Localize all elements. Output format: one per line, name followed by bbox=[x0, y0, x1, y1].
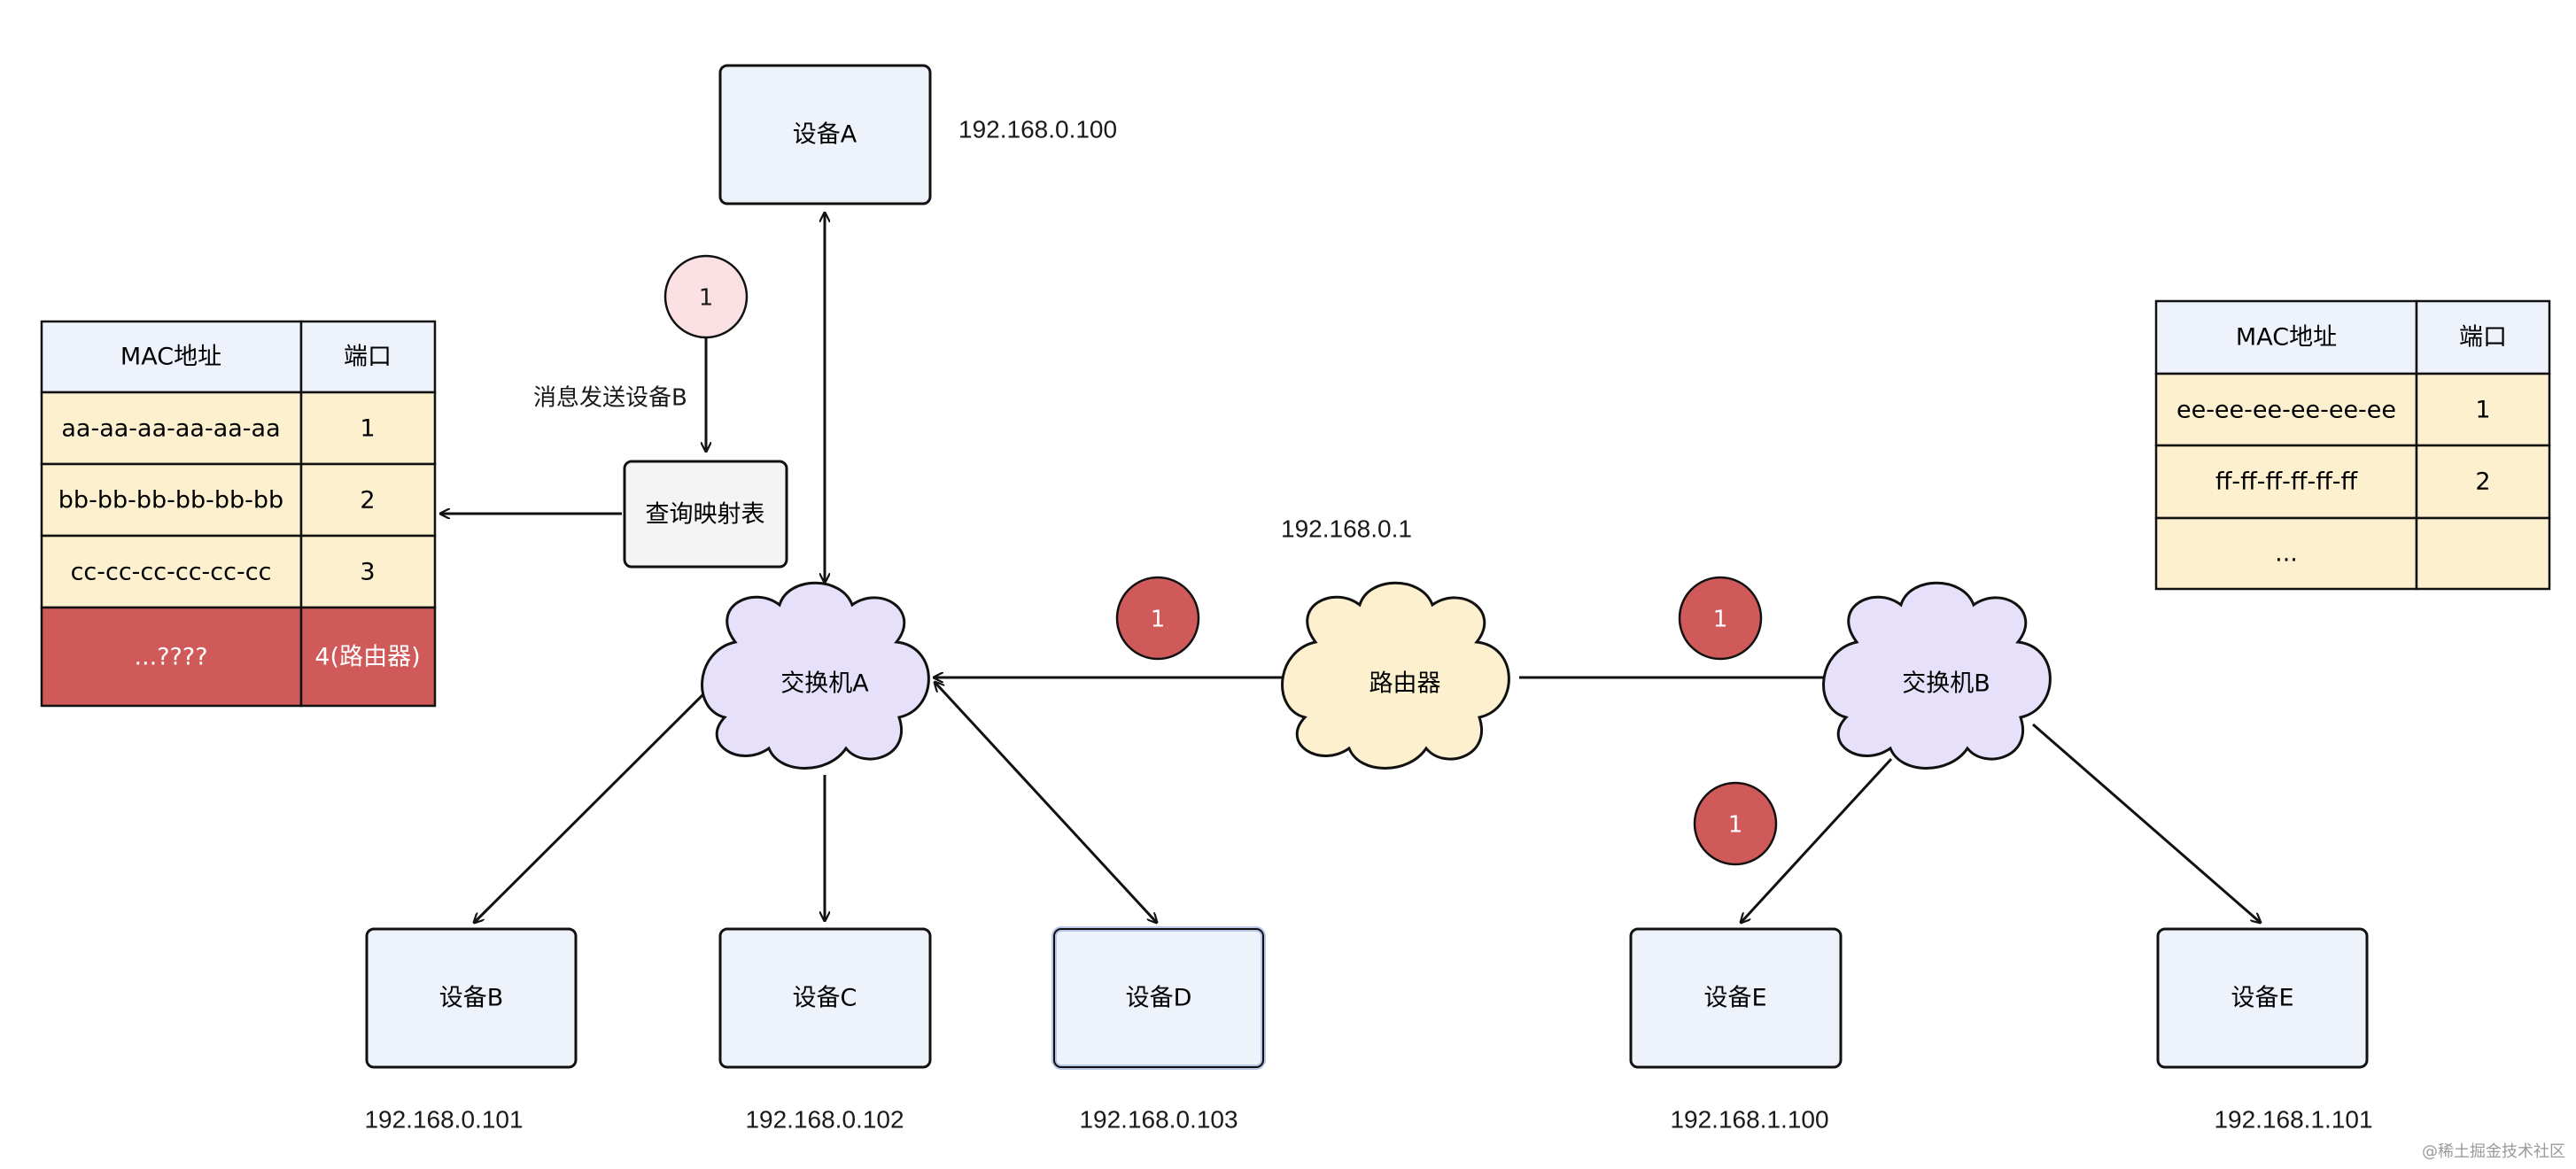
table-a-row2-mac: bb-bb-bb-bb-bb-bb bbox=[58, 487, 283, 515]
device-e1-label: 设备E bbox=[1703, 985, 1766, 1012]
table-a-row3-port: 3 bbox=[360, 559, 375, 586]
table-a-row4-port: 4(路由器) bbox=[314, 644, 420, 671]
device-d: 设备D bbox=[1051, 926, 1266, 1070]
table-row: aa-aa-aa-aa-aa-aa 1 bbox=[40, 391, 437, 466]
step-badge-bottom: 1 bbox=[1693, 781, 1778, 866]
device-a-label: 设备A bbox=[793, 121, 857, 149]
link-switch-a-device-b bbox=[474, 682, 716, 923]
table-a-header-port: 端口 bbox=[344, 344, 392, 371]
device-c-label: 设备C bbox=[793, 985, 857, 1012]
device-a-ip: 192.168.0.100 bbox=[958, 115, 1117, 143]
switch-a-cloud: 交换机A bbox=[701, 581, 930, 770]
switch-b-cloud: 交换机B bbox=[1822, 581, 2052, 770]
table-row: bb-bb-bb-bb-bb-bb 2 bbox=[40, 462, 437, 538]
device-c: 设备C bbox=[718, 927, 932, 1069]
step-badge-mid-left: 1 bbox=[1115, 576, 1200, 661]
step-badge-mid-right: 1 bbox=[1678, 576, 1763, 661]
table-a-row1-port: 1 bbox=[360, 415, 375, 443]
device-e1-ip: 192.168.1.100 bbox=[1670, 1105, 1828, 1133]
connections bbox=[440, 213, 2261, 923]
table-b-row2-mac: ff-ff-ff-ff-ff-ff bbox=[2215, 468, 2359, 496]
table-row: ee-ee-ee-ee-ee-ee 1 bbox=[2154, 372, 2551, 447]
table-row: cc-cc-cc-cc-cc-cc 3 bbox=[40, 534, 437, 609]
table-b-row1-port: 1 bbox=[2475, 397, 2490, 424]
watermark-text: @稀土掘金技术社区 bbox=[2422, 1142, 2565, 1161]
step-badge-top-label: 1 bbox=[699, 285, 714, 312]
device-b-label: 设备B bbox=[439, 985, 504, 1012]
switch-b-label: 交换机B bbox=[1902, 670, 1990, 698]
device-e2: 设备E bbox=[2156, 927, 2369, 1069]
switch-a-label: 交换机A bbox=[780, 670, 869, 698]
table-b-header-row: MAC地址 端口 bbox=[2154, 299, 2551, 375]
device-c-ip: 192.168.0.102 bbox=[745, 1105, 904, 1133]
mac-table-a: MAC地址 端口 aa-aa-aa-aa-aa-aa 1 bb-bb-bb-bb… bbox=[40, 320, 437, 708]
lookup-mapping-label: 查询映射表 bbox=[646, 501, 765, 529]
table-b-row1-mac: ee-ee-ee-ee-ee-ee bbox=[2176, 397, 2396, 424]
table-row: ff-ff-ff-ff-ff-ff 2 bbox=[2154, 444, 2551, 520]
table-a-row3-mac: cc-cc-cc-cc-cc-cc bbox=[71, 559, 272, 586]
table-a-header-row: MAC地址 端口 bbox=[40, 320, 437, 394]
router-label: 路由器 bbox=[1369, 670, 1441, 698]
mac-table-b: MAC地址 端口 ee-ee-ee-ee-ee-ee 1 ff-ff-ff-ff… bbox=[2154, 299, 2551, 591]
table-b-row3-mac: ... bbox=[2275, 540, 2298, 568]
link-switch-b-device-e1 bbox=[1741, 757, 1893, 923]
device-d-label: 设备D bbox=[1126, 985, 1192, 1012]
lookup-mapping-box: 查询映射表 bbox=[623, 460, 788, 569]
step-badge-top: 1 bbox=[663, 254, 749, 339]
table-row-highlight: ...???? 4(路由器) bbox=[40, 606, 437, 708]
table-b-header-port: 端口 bbox=[2459, 324, 2507, 352]
router-cloud: 路由器 bbox=[1281, 581, 1510, 770]
link-switch-b-device-e2 bbox=[2032, 723, 2261, 923]
table-b-header-mac: MAC地址 bbox=[2236, 324, 2337, 352]
link-switch-a-device-d bbox=[935, 682, 1157, 923]
device-e2-label: 设备E bbox=[2231, 985, 2293, 1012]
table-a-row4-mac: ...???? bbox=[134, 644, 207, 671]
step-badge-mid-left-label: 1 bbox=[1151, 607, 1166, 633]
step-badge-mid-right-label: 1 bbox=[1713, 607, 1728, 633]
device-e2-ip: 192.168.1.101 bbox=[2214, 1105, 2372, 1133]
table-a-header-mac: MAC地址 bbox=[120, 344, 221, 371]
table-a-row1-mac: aa-aa-aa-aa-aa-aa bbox=[61, 415, 280, 443]
router-ip: 192.168.0.1 bbox=[1281, 515, 1412, 542]
device-e1: 设备E bbox=[1629, 927, 1843, 1069]
table-b-row2-port: 2 bbox=[2475, 468, 2490, 496]
device-d-ip: 192.168.0.103 bbox=[1079, 1105, 1238, 1133]
device-a: 设备A bbox=[718, 64, 932, 205]
step-badge-bottom-label: 1 bbox=[1728, 812, 1743, 839]
device-b-ip: 192.168.0.101 bbox=[364, 1105, 523, 1133]
table-row: ... bbox=[2154, 516, 2551, 591]
table-a-row2-port: 2 bbox=[360, 487, 375, 515]
device-b: 设备B bbox=[365, 927, 578, 1069]
message-send-label: 消息发送设备B bbox=[533, 385, 687, 412]
